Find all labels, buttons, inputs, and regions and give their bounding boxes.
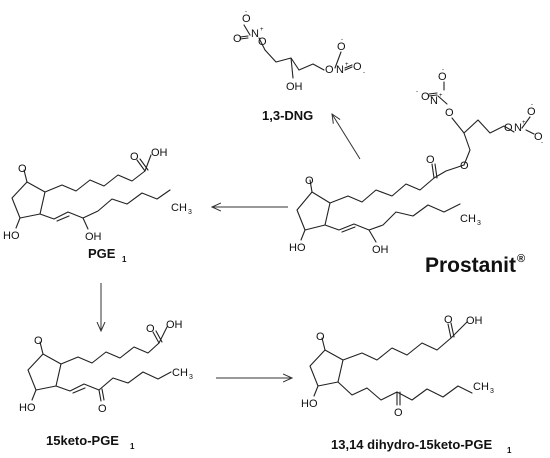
prostanit-minus-left: -: [442, 67, 444, 73]
dng-o-link-right: O: [325, 64, 334, 76]
prostanit-n-right: N: [514, 122, 522, 134]
dng-o-top-left: O: [242, 13, 251, 25]
prostanit-minus-left2: -: [416, 89, 418, 95]
dng-minus-right2: -: [363, 70, 365, 76]
dihydro-label-sub: 1: [507, 446, 512, 455]
keto-o-carbonyl: O: [146, 323, 155, 335]
keto-o-ketone: O: [34, 335, 43, 347]
prostanit-o-carbonyl: O: [426, 154, 435, 166]
pge1-oh: OH: [85, 231, 102, 243]
keto-label: 15keto-PGE: [46, 433, 119, 448]
dng-n-right: N: [336, 64, 344, 76]
dihydro-o-15: O: [394, 407, 403, 419]
dihydro-label: 13,14 dihydro-15keto-PGE: [331, 437, 492, 452]
dng-structure: N + O O - O OH O N + O - O - 1,3-DNG: [233, 9, 365, 123]
prostanit-minus-right2: -: [541, 140, 543, 146]
prostanit-o-top-left: O: [438, 71, 447, 83]
prostanit-ho: HO: [289, 242, 306, 254]
dihydro-ho: HO: [301, 398, 318, 410]
keto-o-15: O: [98, 403, 107, 415]
prostanit-o-right: O: [534, 131, 543, 143]
dng-o-link-left: O: [258, 36, 267, 48]
dihydro-ch3: CH: [473, 381, 489, 393]
prostanit-plus-left: +: [439, 93, 443, 99]
dng-o-left: O: [233, 33, 242, 45]
keto-oh-acid: OH: [166, 319, 183, 331]
pge1-o-ketone: O: [18, 163, 27, 175]
prostanit-o-link-left: O: [445, 107, 454, 119]
pge1-ch3: CH: [171, 202, 187, 214]
prostanit-o-link-right: O: [504, 122, 513, 134]
prostanit-o-ester: O: [460, 160, 469, 172]
dng-minus-right: -: [341, 37, 343, 43]
prostanit-ch3: CH: [460, 213, 476, 225]
dihydro-o-carbonyl: O: [444, 314, 453, 326]
keto-pge1-structure: O HO O O OH CH 3: [19, 319, 193, 415]
prostanit-title: Prostanit: [425, 254, 516, 277]
dihydro-oh-acid: OH: [466, 315, 483, 327]
pge1-ch3-sub: 3: [188, 209, 192, 216]
keto-ch3-sub: 3: [189, 374, 193, 381]
prostanit-ch3-sub: 3: [477, 220, 481, 227]
pge1-ho: HO: [3, 230, 20, 242]
dihydro-keto-pge1-structure: O HO O O OH CH 3: [301, 314, 494, 419]
arrow-to-dng: [332, 114, 361, 160]
dng-minus-left: -: [245, 9, 247, 15]
prostanit-o-ketone: O: [305, 175, 314, 187]
dng-n-left: N: [251, 28, 259, 40]
pge1-label-sub: 1: [122, 255, 127, 264]
keto-label-sub: 1: [130, 442, 135, 451]
prostanit-structure: O HO OH O O CH 3 O N + O - O - O N + O -…: [289, 67, 543, 256]
pge1-label: PGE: [88, 246, 116, 261]
prostanit-minus-right: -: [531, 102, 533, 108]
prostanit-oh: OH: [372, 244, 389, 256]
keto-ch3: CH: [172, 367, 188, 379]
dng-label: 1,3-DNG: [262, 108, 313, 123]
pge1-o-carbonyl: O: [130, 151, 139, 163]
dng-oh: OH: [286, 81, 303, 93]
dng-o-right: O: [353, 61, 362, 73]
dng-plus-right: +: [345, 62, 349, 68]
pge1-structure: O HO OH O OH CH 3: [3, 147, 192, 243]
keto-ho: HO: [19, 402, 36, 414]
dng-plus-left: +: [260, 27, 264, 33]
prostanit-o-left: O: [421, 91, 430, 103]
prostanit-o-top-right: O: [527, 106, 536, 118]
prostanit-n-left: N: [430, 95, 438, 107]
dihydro-o-ketone: O: [316, 331, 325, 343]
dng-o-top-right: O: [337, 41, 346, 53]
dihydro-ch3-sub: 3: [490, 388, 494, 395]
prostanit-registered-mark: ®: [517, 253, 525, 265]
pge1-oh-acid: OH: [151, 147, 168, 159]
prostanit-plus-right: +: [522, 120, 526, 126]
